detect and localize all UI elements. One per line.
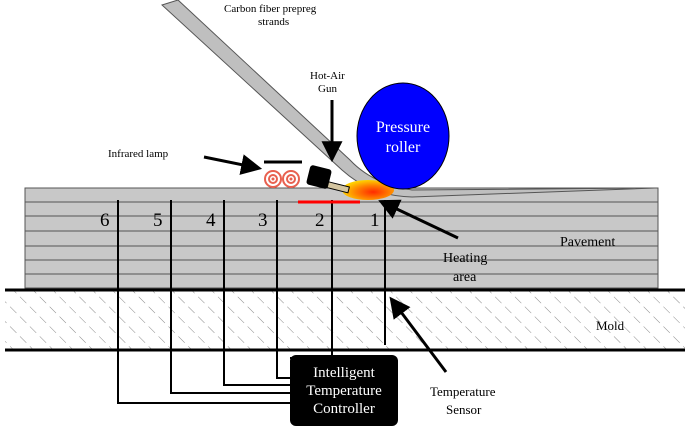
hot-air-gun <box>306 165 350 194</box>
controller-label-line3: Controller <box>313 401 375 417</box>
strands-label-line2: strands <box>258 16 289 28</box>
controller-label-line2: Temperature <box>306 383 382 399</box>
pressure-roller: Pressure roller <box>356 82 450 190</box>
controller-label-line1: Intelligent <box>313 365 375 381</box>
roller-label-line2: roller <box>386 139 421 156</box>
hot-air-label-line2: Gun <box>318 83 337 95</box>
sensor-label-line1: Temperature <box>430 384 496 399</box>
roller-body <box>356 82 450 190</box>
mold <box>5 288 685 352</box>
sensor-arrow <box>389 296 448 373</box>
heating-label-line1: Heating <box>443 251 487 266</box>
pavement-label: Pavement <box>560 235 615 250</box>
callout-arrows <box>203 100 459 373</box>
heating-area <box>298 180 394 204</box>
sensor-numbers: 6 5 4 3 2 1 <box>100 210 380 231</box>
sensor-number-1: 1 <box>370 210 380 231</box>
temperature-controller: Intelligent Temperature Controller <box>290 355 398 426</box>
sensor-number-4: 4 <box>206 210 216 231</box>
heating-label-line2: area <box>453 270 477 285</box>
sensor-label-line2: Sensor <box>446 402 482 417</box>
mold-label: Mold <box>596 318 625 333</box>
infrared-arrow <box>203 154 263 175</box>
gun-body <box>306 165 332 189</box>
infrared-lamp <box>264 160 302 188</box>
wire-sensor-5 <box>170 200 290 394</box>
sensor-number-6: 6 <box>100 210 110 231</box>
wire-sensor-3 <box>276 200 290 379</box>
hot-air-label-line1: Hot-Air <box>310 70 345 82</box>
sensor-number-5: 5 <box>153 210 163 231</box>
roller-label-line1: Pressure <box>376 119 430 136</box>
sensor-number-3: 3 <box>258 210 268 231</box>
sensor-number-2: 2 <box>315 210 325 231</box>
heating-area-arrow <box>378 199 459 240</box>
lamp-bulbs <box>264 170 300 188</box>
mold-block <box>5 290 685 350</box>
wire-sensor-6 <box>117 200 290 404</box>
pavement-layer-lines <box>25 201 658 275</box>
strands-label-line1: Carbon fiber prepreg <box>224 3 317 15</box>
heating-glow <box>342 180 394 200</box>
pavement-block <box>24 187 659 289</box>
pavement <box>24 187 659 289</box>
wire-sensor-4 <box>223 200 290 386</box>
controller-box <box>290 355 398 426</box>
infrared-lamp-label: Infrared lamp <box>108 148 169 160</box>
labels: Carbon fiber prepreg strands Hot-Air Gun… <box>108 3 625 417</box>
